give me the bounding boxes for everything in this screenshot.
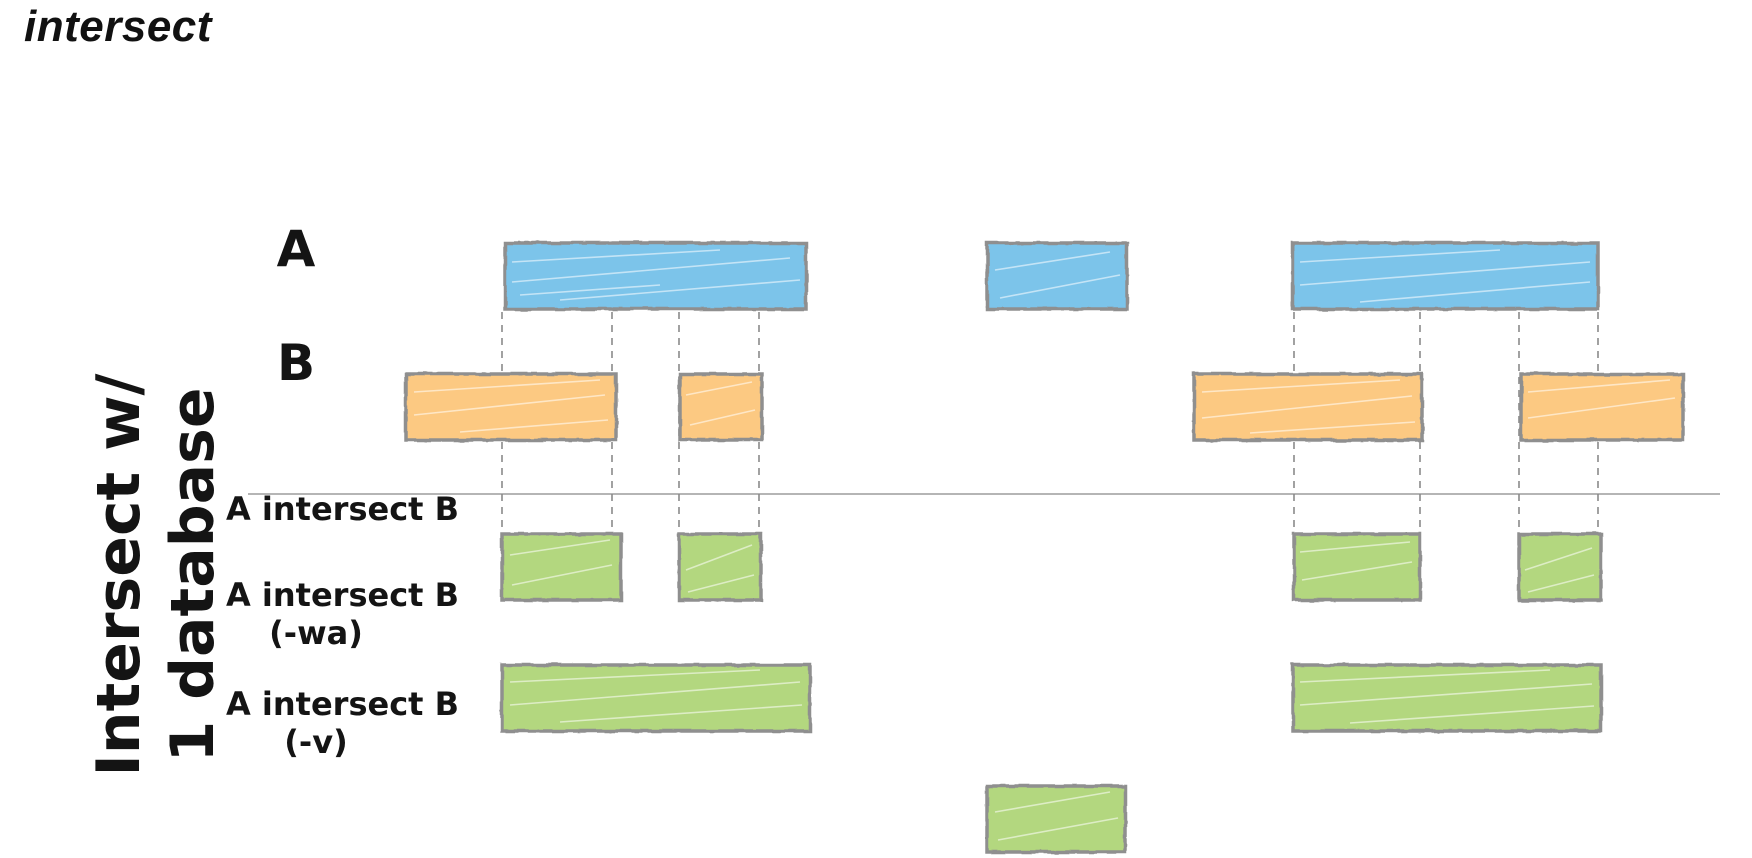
interval-aib-1 — [500, 532, 623, 602]
interval-a-1 — [503, 241, 808, 311]
interval-aib-3 — [1292, 532, 1422, 602]
interval-b-1 — [404, 372, 618, 442]
row-a-intersect-b-wa-intervals — [500, 663, 1603, 733]
row-a-intersect-b-intervals — [500, 532, 1603, 602]
dashed-guides — [501, 312, 1599, 528]
interval-aib-4 — [1517, 532, 1603, 602]
row-b-intervals — [404, 372, 1685, 442]
row-label-option-v: (-v) — [284, 723, 348, 761]
row-label-a-intersect-b: A intersect B — [226, 490, 459, 528]
interval-a-3 — [1291, 241, 1600, 311]
interval-aib-2 — [677, 532, 763, 602]
interval-b-2 — [678, 372, 764, 442]
page-title: intersect — [24, 2, 212, 51]
row-a-intersect-b-v-intervals — [985, 784, 1127, 854]
interval-b-4 — [1519, 372, 1685, 442]
interval-aib-v-1 — [985, 784, 1127, 854]
interval-aib-wa-1 — [500, 663, 812, 733]
interval-b-3 — [1192, 372, 1424, 442]
interval-a-2 — [985, 241, 1129, 311]
row-label-option-wa: (-wa) — [269, 614, 363, 652]
interval-aib-wa-2 — [1291, 663, 1603, 733]
row-a-intervals — [503, 241, 1600, 311]
